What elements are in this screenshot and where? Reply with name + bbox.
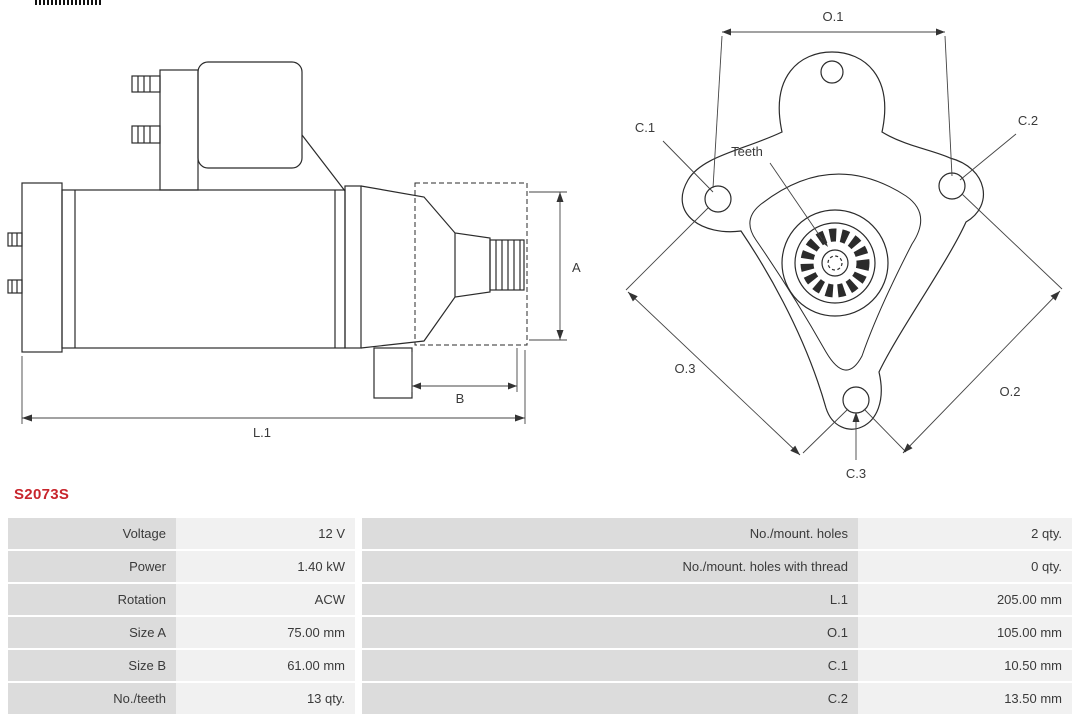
table-row: Voltage 12 V No./mount. holes 2 qty. <box>8 518 1072 549</box>
spec-value-cell: 61.00 mm <box>176 650 355 681</box>
dim-label-o2: O.2 <box>1000 384 1021 399</box>
dim-label-c2: C.2 <box>1018 113 1038 128</box>
spec-label-cell: Rotation <box>8 584 176 615</box>
side-view-dimensions <box>21 191 567 424</box>
dim-label-l1: L.1 <box>253 425 271 440</box>
spec-label-cell: C.2 <box>362 683 858 714</box>
flange-inner-contour <box>749 173 922 371</box>
dim-region-box <box>414 182 528 346</box>
dim-label-o1: O.1 <box>823 9 844 24</box>
column-gap <box>355 584 362 615</box>
spec-label-cell: No./mount. holes <box>362 518 858 549</box>
mount-hole-c2 <box>938 172 966 200</box>
top-ear-hole <box>820 60 844 84</box>
table-row: No./teeth 13 qty. C.2 13.50 mm <box>8 683 1072 714</box>
spec-label-cell: Size B <box>8 650 176 681</box>
column-gap <box>355 683 362 714</box>
front-view-arrowheads <box>628 28 1060 455</box>
teeth-label: Teeth <box>731 144 763 159</box>
column-gap <box>355 518 362 549</box>
spec-value-cell: 75.00 mm <box>176 617 355 648</box>
pinion-gear <box>781 209 889 317</box>
spec-label-cell: Power <box>8 551 176 582</box>
spec-value-cell: 10.50 mm <box>858 650 1072 681</box>
pinion-shaft <box>489 239 525 291</box>
front-view-dimensions <box>625 31 1063 460</box>
spec-value-cell: 13.50 mm <box>858 683 1072 714</box>
spec-value-cell: ACW <box>176 584 355 615</box>
starter-side-view <box>7 61 528 399</box>
spec-value-cell: 13 qty. <box>176 683 355 714</box>
column-gap <box>355 617 362 648</box>
motor-body <box>61 189 346 349</box>
drive-end-housing <box>360 185 491 349</box>
starter-front-view <box>681 51 984 430</box>
terminal-bolt <box>7 279 23 294</box>
table-row: Size B 61.00 mm C.1 10.50 mm <box>8 650 1072 681</box>
spec-value-cell: 1.40 kW <box>176 551 355 582</box>
end-cap <box>21 182 63 353</box>
solenoid-terminal <box>131 125 161 144</box>
column-gap <box>355 650 362 681</box>
terminal-bolt <box>7 232 23 247</box>
spec-label-cell: No./teeth <box>8 683 176 714</box>
dim-label-a: A <box>572 260 581 275</box>
flange-ring <box>344 185 362 349</box>
part-number: S2073S <box>14 486 70 503</box>
mount-hole-c1 <box>704 185 732 213</box>
dim-label-b: B <box>456 391 465 406</box>
dim-label-c3: C.3 <box>846 466 866 480</box>
flange-outline <box>681 51 984 430</box>
spec-value-cell: 2 qty. <box>858 518 1072 549</box>
mount-hole-c3 <box>842 386 870 414</box>
column-gap <box>355 551 362 582</box>
spec-value-cell: 12 V <box>176 518 355 549</box>
spec-label-cell: No./mount. holes with thread <box>362 551 858 582</box>
solenoid-mount <box>159 69 199 191</box>
spec-value-cell: 0 qty. <box>858 551 1072 582</box>
spec-label-cell: O.1 <box>362 617 858 648</box>
table-row: Rotation ACW L.1 205.00 mm <box>8 584 1072 615</box>
solenoid <box>197 61 303 169</box>
solenoid-terminal <box>131 75 161 93</box>
barcode-fragment <box>35 0 101 5</box>
spec-label-cell: C.1 <box>362 650 858 681</box>
table-row: Size A 75.00 mm O.1 105.00 mm <box>8 617 1072 648</box>
spec-label-cell: Size A <box>8 617 176 648</box>
technical-drawing: A B L.1 <box>7 9 1063 480</box>
spec-table: Voltage 12 V No./mount. holes 2 qty. Pow… <box>8 518 1072 716</box>
spec-label-cell: L.1 <box>362 584 858 615</box>
mounting-foot <box>373 347 413 399</box>
spec-value-cell: 205.00 mm <box>858 584 1072 615</box>
table-row: Power 1.40 kW No./mount. holes with thre… <box>8 551 1072 582</box>
dim-label-o3: O.3 <box>675 361 696 376</box>
spec-value-cell: 105.00 mm <box>858 617 1072 648</box>
side-view-arrowheads <box>22 192 564 422</box>
spec-label-cell: Voltage <box>8 518 176 549</box>
dim-label-c1: C.1 <box>635 120 655 135</box>
